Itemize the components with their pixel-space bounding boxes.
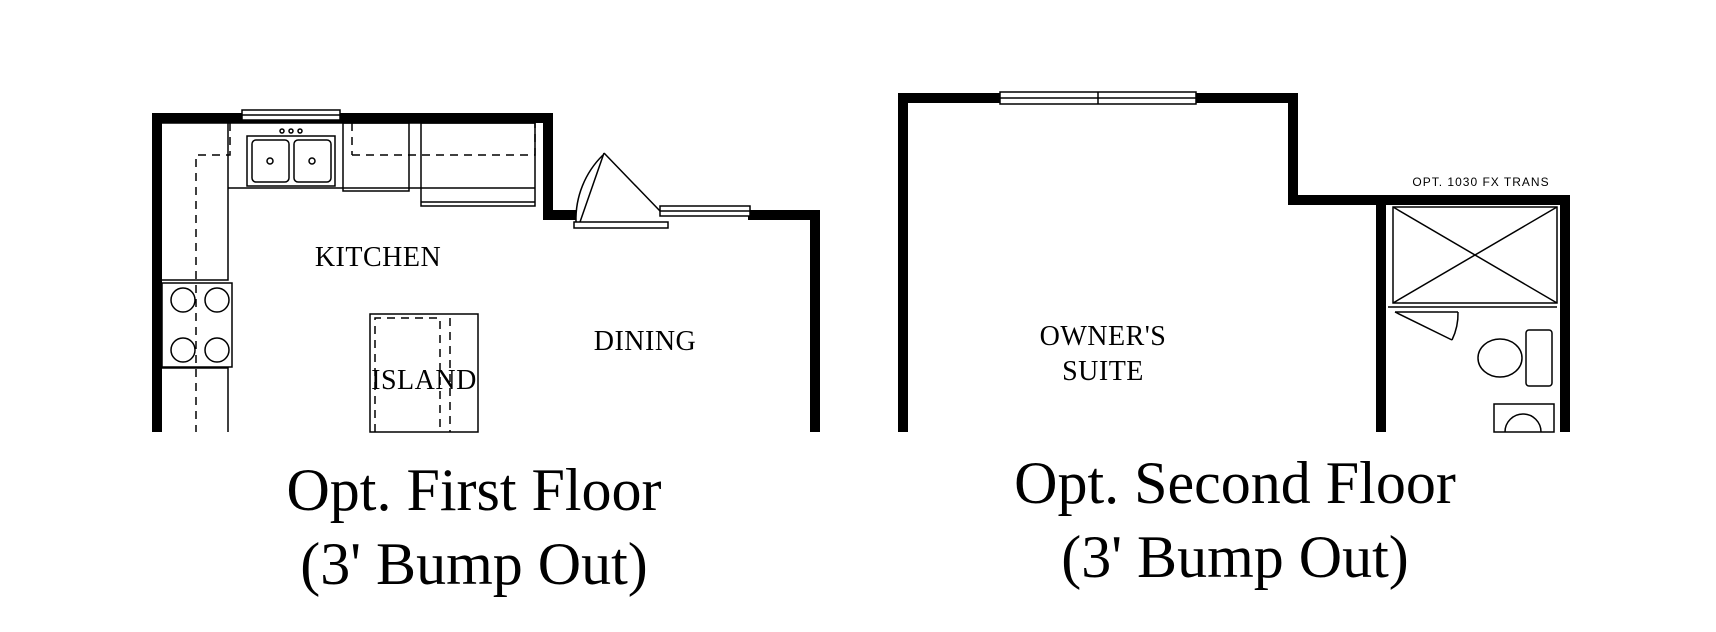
island-label: ISLAND bbox=[371, 365, 477, 396]
second-floor-caption-line1: Opt. Second Floor bbox=[1014, 450, 1456, 516]
bath-door-swing bbox=[1394, 311, 1459, 341]
kitchen-window bbox=[241, 109, 341, 121]
cooktop bbox=[161, 282, 233, 368]
kitchen-label: KITCHEN bbox=[315, 242, 441, 273]
exterior-door-swing bbox=[573, 152, 669, 229]
owners-suite-label-line2: SUITE bbox=[1062, 356, 1144, 387]
second-floor-caption-line2: (3' Bump Out) bbox=[1061, 524, 1408, 590]
owners-suite-label-line1: OWNER'S bbox=[1040, 321, 1167, 352]
kitchen-island bbox=[369, 313, 479, 433]
toilet bbox=[1477, 329, 1553, 387]
first-floor-caption-line1: Opt. First Floor bbox=[286, 457, 661, 523]
second-floor-exterior-wall bbox=[898, 93, 1570, 432]
refrigerator bbox=[420, 122, 536, 207]
owners-suite-window bbox=[999, 91, 1197, 105]
kitchen-sink bbox=[246, 128, 336, 187]
vanity bbox=[1493, 403, 1555, 433]
transom-window-note: OPT. 1030 FX TRANS bbox=[1412, 175, 1549, 189]
shower bbox=[1388, 206, 1558, 308]
first-floor-exterior-wall bbox=[152, 113, 576, 432]
first-floor-plan: KITCHEN ISLAND DINING Opt. First Floor (… bbox=[152, 109, 820, 597]
first-floor-caption-line2: (3' Bump Out) bbox=[300, 531, 647, 597]
second-floor-plan: OPT. 1030 FX TRANS OWNER'S SUITE Opt. Se bbox=[898, 91, 1570, 590]
kitchen-counter-outline bbox=[162, 122, 535, 432]
dining-window bbox=[659, 205, 751, 217]
dining-label: DINING bbox=[594, 326, 697, 357]
first-floor-east-wall bbox=[748, 210, 820, 432]
dishwasher bbox=[342, 122, 410, 192]
